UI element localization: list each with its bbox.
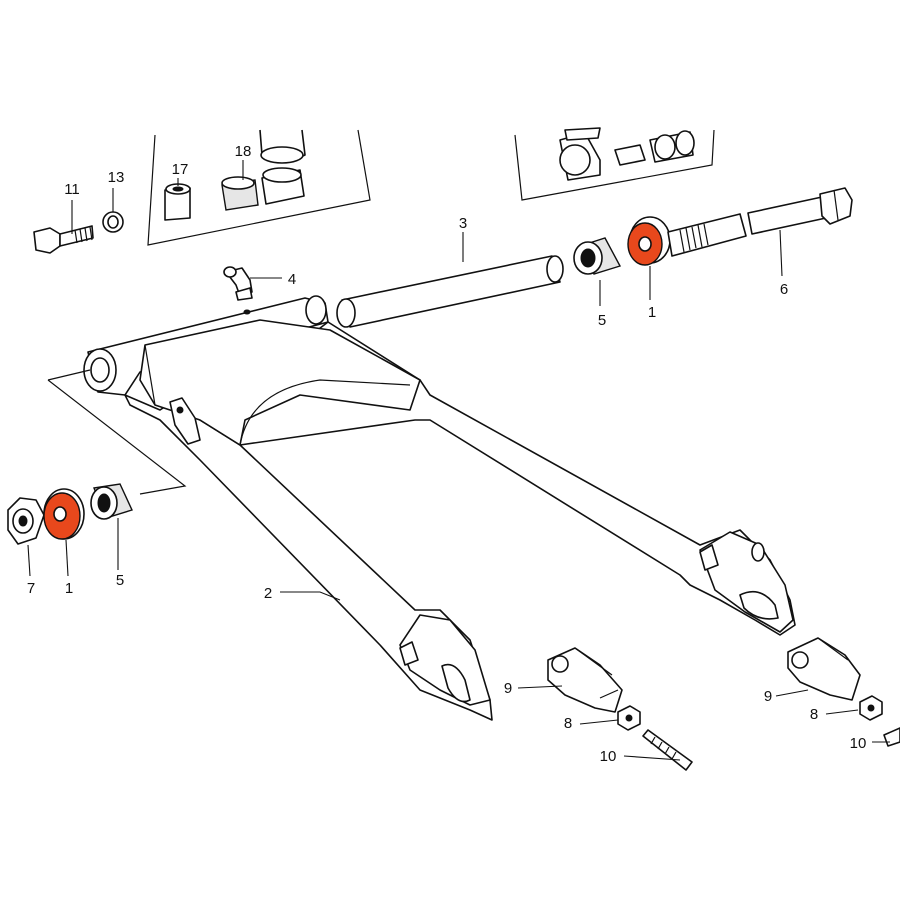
bushing-17	[164, 183, 191, 221]
callout-1-front: 1	[648, 304, 656, 321]
callout-11: 11	[64, 181, 80, 198]
callout-5-rear: 5	[116, 572, 124, 589]
callout-17: 17	[172, 161, 189, 178]
callout-8-right: 8	[810, 706, 818, 723]
callout-10-left: 10	[600, 748, 617, 765]
callout-9-left: 9	[504, 680, 512, 697]
right-inset-parts	[559, 127, 695, 181]
swingarm-frame	[83, 295, 796, 721]
chain-adjuster-9-left	[547, 647, 623, 713]
callout-10-right: 10	[850, 735, 867, 752]
needle-bearing-5-front	[573, 237, 622, 275]
lock-washer-13	[102, 211, 124, 233]
grease-nipple-4	[223, 266, 253, 301]
callout-labels: 11 13 17 18 4 3 5 1 6 7 1 5 2 9 8 10 9 8…	[27, 143, 867, 765]
needle-bearing-18	[221, 167, 305, 211]
pivot-tube-3	[336, 255, 564, 328]
nut-8-left	[617, 705, 641, 731]
callout-leaders	[27, 160, 890, 761]
callout-5-front: 5	[598, 312, 606, 329]
callout-9-right: 9	[764, 688, 772, 705]
callout-3: 3	[459, 215, 467, 232]
needle-bearing-5-rear	[90, 483, 133, 520]
callout-2: 2	[264, 585, 272, 602]
callout-1-rear: 1	[65, 580, 73, 597]
dust-seal-1-rear	[43, 488, 85, 540]
callout-8-left: 8	[564, 715, 572, 732]
callout-6: 6	[780, 281, 788, 298]
nut-7	[7, 497, 45, 545]
pivot-leader-lines	[47, 369, 187, 495]
callout-4: 4	[288, 271, 296, 288]
chain-adjuster-9-right	[787, 637, 861, 701]
callout-18: 18	[235, 143, 252, 160]
bolt-10-right	[883, 727, 900, 747]
nut-8-right	[859, 695, 883, 721]
dust-seal-1-front	[627, 216, 671, 266]
callout-13: 13	[108, 169, 125, 186]
callout-7: 7	[27, 580, 35, 597]
bolt-11	[33, 225, 94, 254]
pivot-bolt-6	[667, 187, 853, 257]
bolt-10-left	[642, 729, 693, 771]
inset-box-left	[147, 129, 371, 246]
inset-box-right	[514, 129, 715, 201]
